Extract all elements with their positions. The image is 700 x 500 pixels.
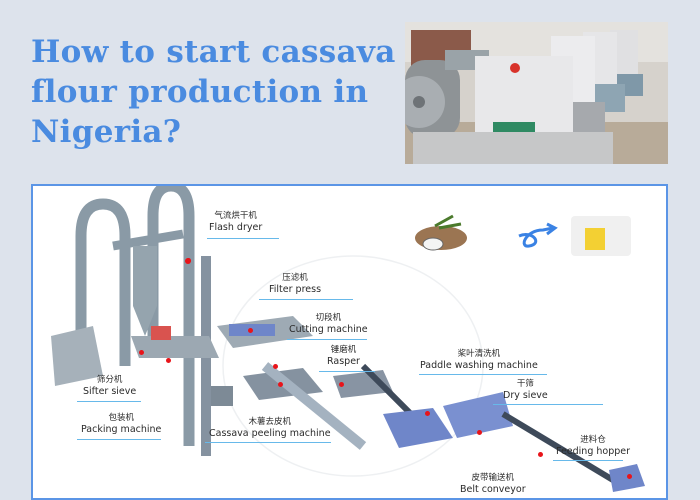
label-paddle-washing-machine: 桨叶清洗机 Paddle washing machine (420, 349, 538, 371)
marker-filter-press (248, 328, 253, 333)
label-rasper: 锤磨机 Rasper (327, 345, 360, 367)
curly-arrow-icon (518, 226, 554, 248)
leader-line-dry-sieve (493, 404, 603, 405)
marker-packing-machine (166, 358, 171, 363)
label-cutting-machine: 切段机 Cutting machine (289, 313, 368, 335)
marker-dry-sieve (477, 430, 482, 435)
label-belt-conveyor: 皮带输送机 Belt conveyor (460, 473, 526, 495)
production-line-diagram: 气流烘干机 Flash dryer 压滤机 Filter press 切段机 C… (31, 184, 668, 500)
label-sifter-sieve: 筛分机 Sifter sieve (83, 375, 137, 397)
leader-line-rasper (319, 371, 375, 372)
leader-line-packing-machine (77, 439, 161, 440)
hammer-mill-illustration (405, 22, 668, 164)
label-flash-dryer: 气流烘干机 Flash dryer (209, 211, 263, 233)
label-feeding-hopper: 进料仓 Feeding hopper (556, 435, 631, 457)
marker-cutting-machine (273, 364, 278, 369)
marker-feeding-hopper (627, 474, 632, 479)
production-line-illustration (51, 186, 645, 492)
marker-belt-conveyor (538, 452, 543, 457)
page-title: How to start cassava flour production in… (31, 32, 401, 152)
marker-paddle-washing-machine (425, 411, 430, 416)
flour-bags-icon (571, 216, 631, 256)
leader-line-feeding-hopper (553, 460, 623, 461)
label-filter-press: 压滤机 Filter press (269, 273, 322, 295)
title-line-2: flour production in (31, 74, 369, 110)
leader-line-flash-dryer (207, 238, 279, 239)
marker-cassava-peeling-machine (278, 382, 283, 387)
cassava-roots-icon (415, 214, 467, 251)
leader-line-paddle-washing-machine (419, 374, 547, 375)
leader-line-cutting-machine (287, 339, 367, 340)
leader-line-sifter-sieve (77, 401, 141, 402)
marker-sifter-sieve (139, 350, 144, 355)
leader-line-cassava-peeling-machine (205, 442, 331, 443)
title-line-1: How to start cassava (31, 34, 396, 70)
leader-line-filter-press (259, 299, 353, 300)
title-line-3: Nigeria? (31, 114, 182, 150)
label-cassava-peeling-machine: 木薯去皮机 Cassava peeling machine (209, 417, 331, 439)
machine-photo (405, 22, 668, 164)
label-packing-machine: 包装机 Packing machine (81, 413, 162, 435)
marker-rasper (339, 382, 344, 387)
marker-flash-dryer (186, 258, 191, 263)
label-dry-sieve: 干筛 Dry sieve (503, 379, 548, 401)
